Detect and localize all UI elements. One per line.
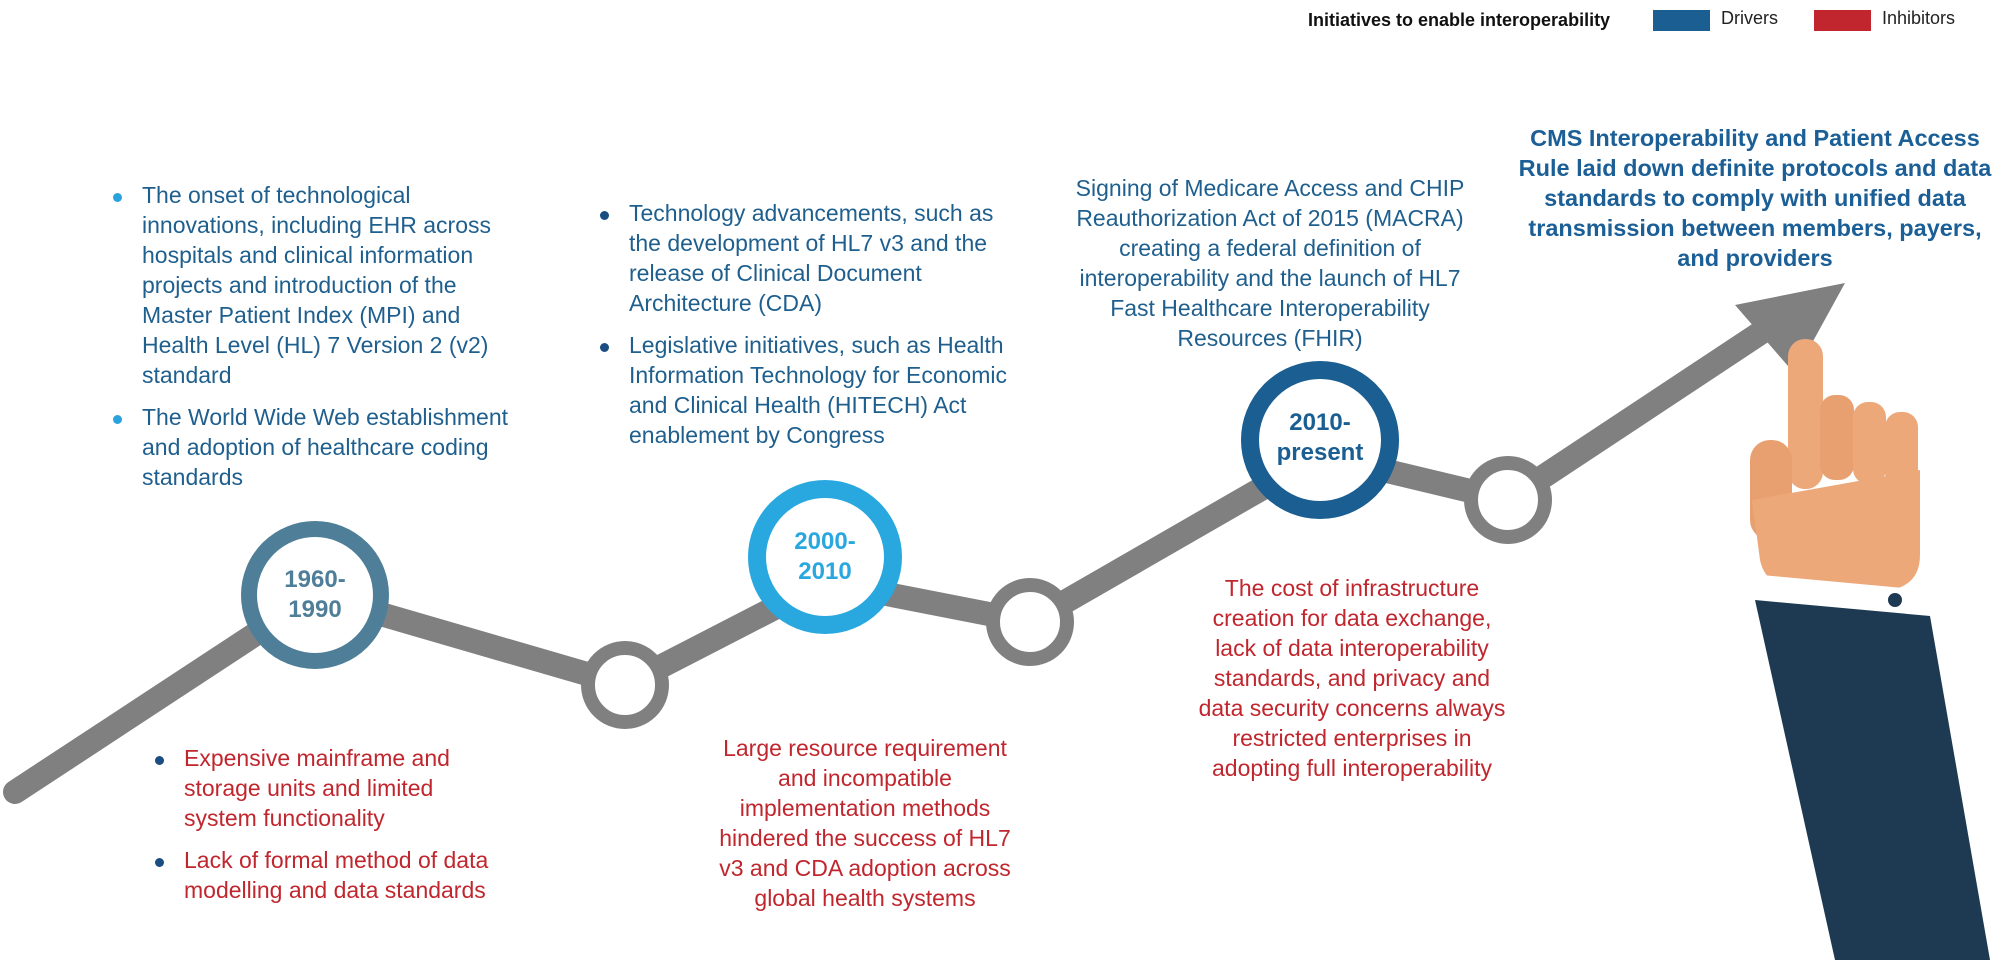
legend-label-drivers: Drivers bbox=[1721, 8, 1778, 28]
inhibitor-item: Lack of formal method of data modelling … bbox=[155, 845, 495, 905]
drivers-list-1960-1990: The onset of technological innovations, … bbox=[113, 180, 533, 504]
waypoint-circle bbox=[986, 578, 1074, 666]
final-driver-text: CMS Interoperability and Patient Access … bbox=[1518, 125, 1992, 271]
era-label-1960-1990: 1960- 1990 bbox=[284, 566, 346, 623]
inhibitor-item: Expensive mainframe and storage units an… bbox=[155, 743, 495, 833]
legend-swatch-inhibitors bbox=[1814, 10, 1871, 31]
inhibitor-text-2000-2010: Large resource requirement and incompati… bbox=[719, 735, 1011, 911]
pointing-hand-icon bbox=[1750, 339, 1990, 960]
drivers-list-2000-2010: Technology advancements, such as the dev… bbox=[600, 198, 1020, 462]
driver-item: The World Wide Web establishment and ado… bbox=[113, 402, 533, 492]
era-label-2000-2010: 2000- 2010 bbox=[794, 528, 856, 585]
legend-title: Initiatives to enable interoperability bbox=[1308, 10, 1611, 30]
waypoint-circle bbox=[1464, 456, 1552, 544]
legend-label-inhibitors: Inhibitors bbox=[1882, 8, 1956, 28]
driver-item: Technology advancements, such as the dev… bbox=[600, 198, 1020, 318]
era-circle-2000-2010 bbox=[748, 480, 902, 634]
inhibitors-list-1960-1990: Expensive mainframe and storage units an… bbox=[155, 743, 495, 917]
driver-item: Legislative initiatives, such as Health … bbox=[600, 330, 1020, 450]
driver-text-2010-present: Signing of Medicare Access and CHIP Reau… bbox=[1075, 175, 1465, 351]
era-circle-1960-1990 bbox=[241, 521, 389, 669]
era-label-2010-present: 2010- present bbox=[1276, 409, 1364, 466]
timeline-arrowhead bbox=[1735, 283, 1845, 374]
legend-swatch-drivers bbox=[1653, 10, 1710, 31]
driver-item: The onset of technological innovations, … bbox=[113, 180, 533, 390]
inhibitor-text-2010-present: The cost of infrastructure creation for … bbox=[1198, 575, 1506, 781]
waypoint-circle bbox=[581, 641, 669, 729]
era-circle-2010-present bbox=[1241, 361, 1399, 519]
